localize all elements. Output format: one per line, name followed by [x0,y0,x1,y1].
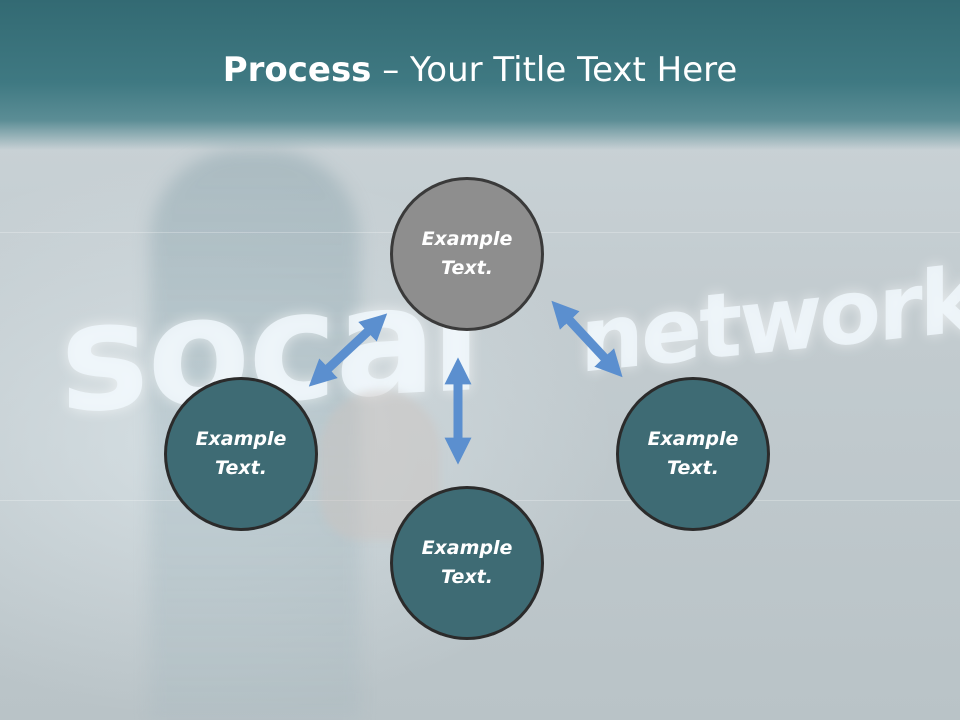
slide-title: Process – Your Title Text Here [0,50,960,90]
double-arrow-top-left [308,313,388,387]
title-text: – Your Title Text Here [371,50,738,90]
double-arrow-top-right [551,300,623,378]
node-label: Example Text. [195,428,287,479]
process-node-left[interactable]: Example Text. [164,377,318,531]
title-bar [0,0,960,150]
node-label: Example Text. [647,428,739,479]
process-node-right[interactable]: Example Text. [616,377,770,531]
process-node-bottom[interactable]: Example Text. [390,486,544,640]
process-node-top[interactable]: Example Text. [390,177,544,331]
node-label: Example Text. [421,537,513,588]
title-bold: Process [222,50,372,90]
node-label: Example Text. [421,228,513,279]
